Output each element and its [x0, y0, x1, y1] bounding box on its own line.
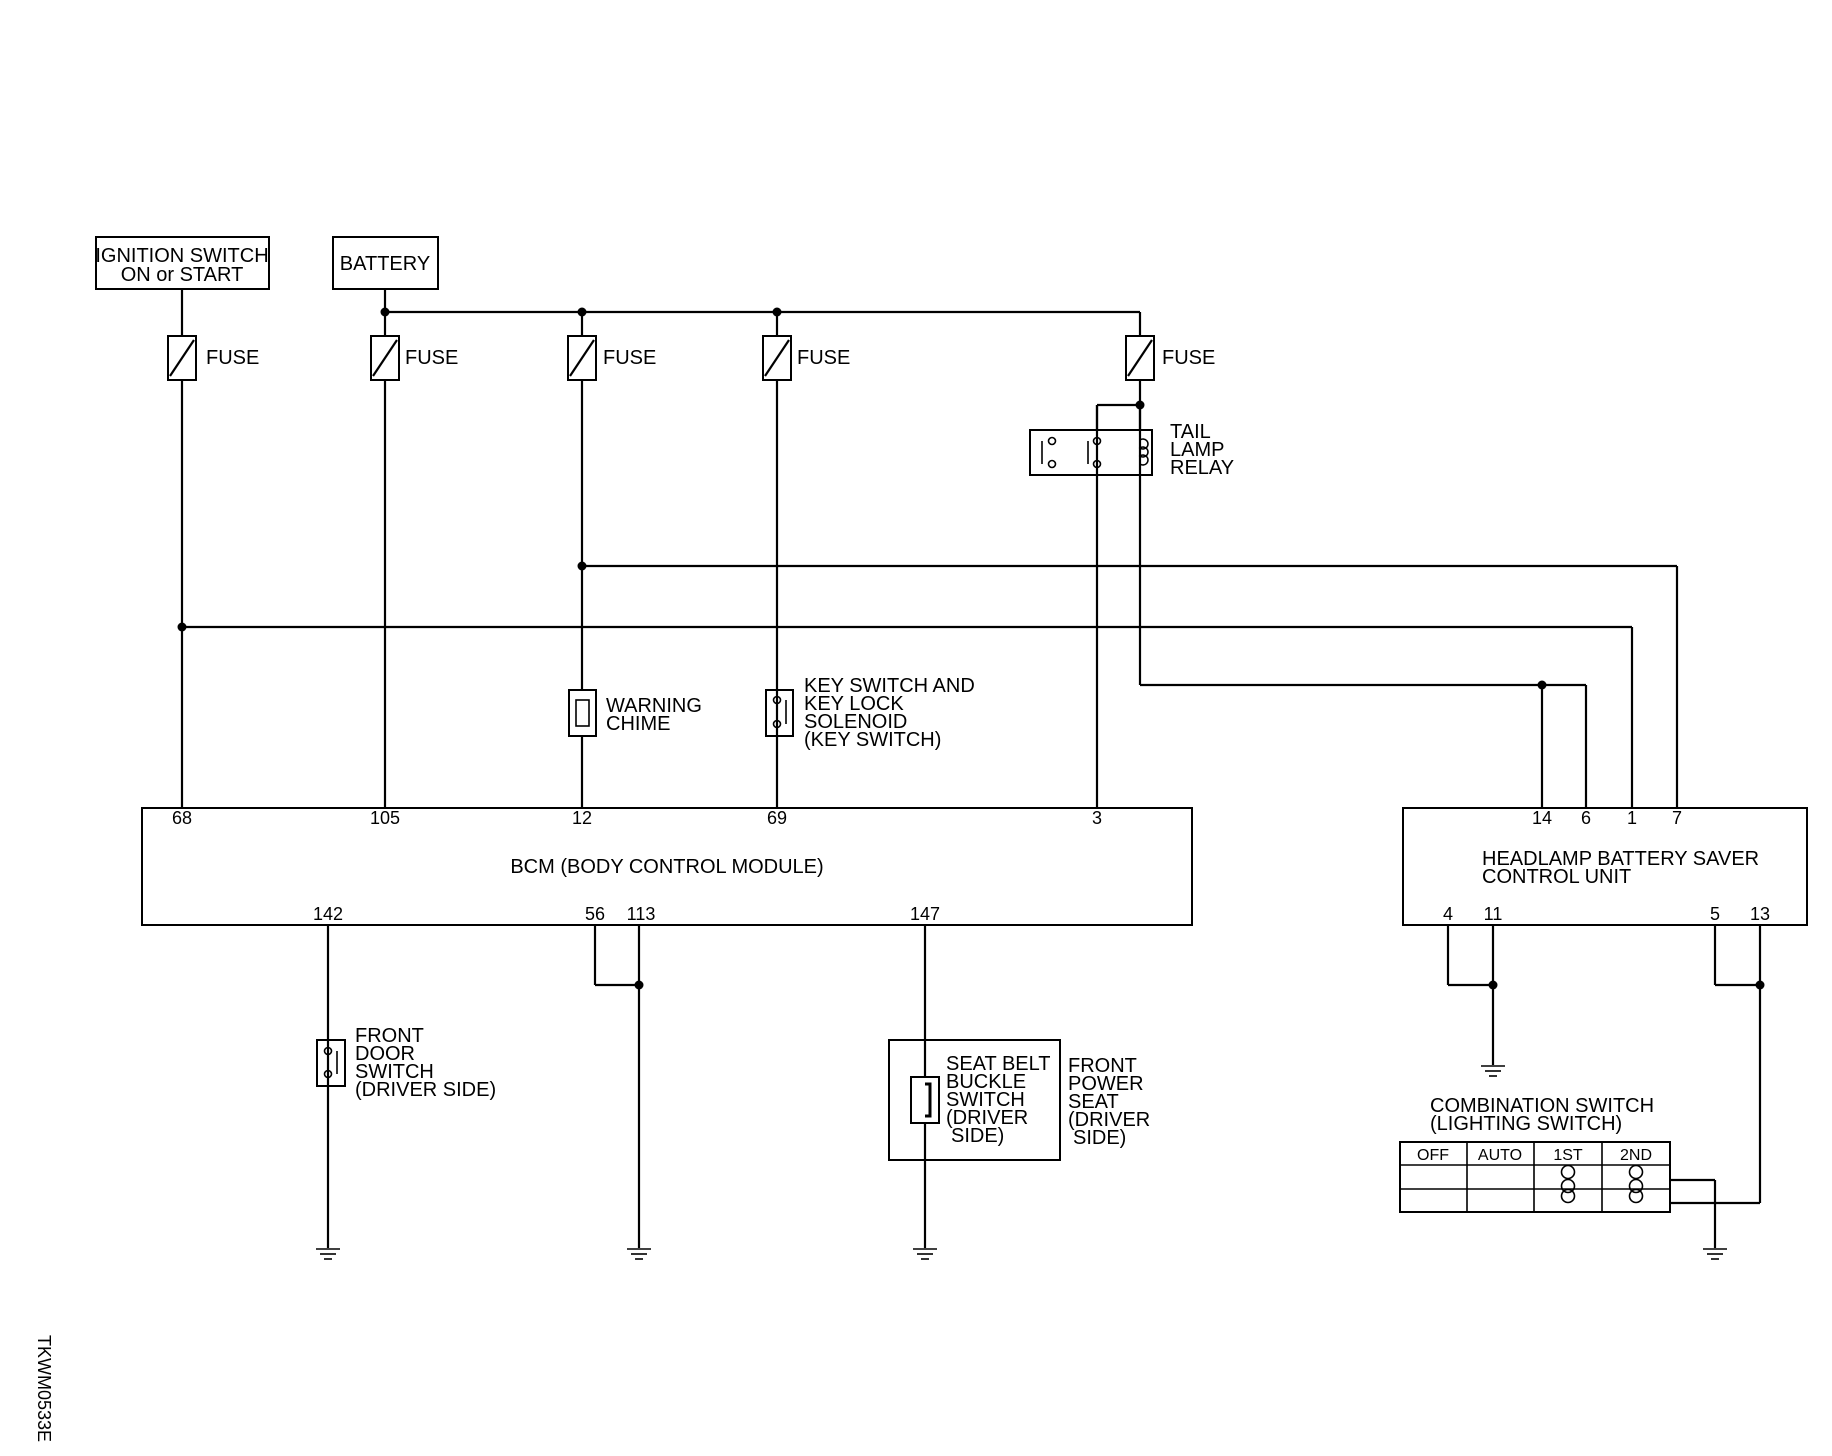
buckle-switch-label-2: BUCKLE [946, 1071, 1026, 1093]
warning-chime-label-2: CHIME [606, 713, 670, 735]
ignition-switch: IGNITION SWITCH ON or START [95, 236, 270, 290]
front-door-switch-label-1: FRONT [355, 1025, 424, 1047]
wires [180, 289, 1762, 1248]
combination-switch-title-1: COMBINATION SWITCH [1430, 1095, 1654, 1117]
fuse-label: FUSE [405, 347, 458, 369]
key-switch: KEY SWITCH AND KEY LOCK SOLENOID (KEY SW… [765, 675, 975, 751]
headlamp-name-1: HEADLAMP BATTERY SAVER [1482, 848, 1759, 870]
tail-lamp-relay-label-2: LAMP [1170, 439, 1224, 461]
key-switch-label-1: KEY SWITCH AND [804, 675, 975, 697]
bcm-pin-69: 69 [767, 808, 787, 828]
ground-icon [1481, 1065, 1505, 1077]
buckle-switch-label-5: SIDE) [951, 1125, 1004, 1147]
bcm-pin-113: 113 [627, 904, 656, 924]
bcm-pin-12: 12 [572, 808, 592, 828]
ignition-switch-label-1: IGNITION SWITCH [95, 245, 268, 267]
fuse-label: FUSE [206, 347, 259, 369]
buckle-switch-label-1: SEAT BELT [946, 1053, 1050, 1075]
bcm-pin-3: 3 [1092, 808, 1102, 828]
warning-chime-label-1: WARNING [606, 695, 702, 717]
fuse-label: FUSE [603, 347, 656, 369]
combination-switch: COMBINATION SWITCH (LIGHTING SWITCH) OFF… [1399, 1095, 1671, 1213]
position-2nd: 2ND [1620, 1147, 1652, 1164]
headlamp-pin-1: 1 [1627, 808, 1637, 828]
warning-chime: WARNING CHIME [568, 689, 702, 737]
fuse-battery-69: FUSE [762, 335, 850, 381]
bcm-pin-105: 105 [370, 808, 400, 828]
tail-lamp-relay-label-3: RELAY [1170, 457, 1234, 479]
front-power-seat-label-2: POWER [1068, 1073, 1144, 1095]
headlamp-pin-5: 5 [1710, 904, 1720, 924]
tail-lamp-relay-label-1: TAIL [1170, 421, 1211, 443]
fuse-battery-105: FUSE [370, 335, 458, 381]
fuse-label: FUSE [797, 347, 850, 369]
position-off: OFF [1417, 1147, 1449, 1164]
key-switch-label-3: SOLENOID [804, 711, 907, 733]
fuse-battery-12: FUSE [567, 335, 656, 381]
fuse-label: FUSE [1162, 347, 1215, 369]
ignition-switch-label-2: ON or START [121, 264, 244, 286]
headlamp-pin-11: 11 [1484, 904, 1503, 924]
ground-icon [627, 1248, 651, 1260]
front-power-seat: SEAT BELT BUCKLE SWITCH (DRIVER SIDE) FR… [888, 1039, 1150, 1161]
ground-icon [316, 1248, 340, 1260]
ground-icon [913, 1248, 937, 1260]
front-door-switch-label-3: SWITCH [355, 1061, 434, 1083]
front-door-switch-label-4: (DRIVER SIDE) [355, 1079, 496, 1101]
headlamp-pin-4: 4 [1443, 904, 1453, 924]
headlamp-pin-13: 13 [1750, 904, 1770, 924]
front-power-seat-label-1: FRONT [1068, 1055, 1137, 1077]
front-door-switch: FRONT DOOR SWITCH (DRIVER SIDE) [316, 1025, 496, 1101]
front-door-switch-label-2: DOOR [355, 1043, 415, 1065]
position-1st: 1ST [1553, 1147, 1583, 1164]
fuse-ignition: FUSE [167, 335, 259, 381]
tail-lamp-relay: TAIL LAMP RELAY [1029, 405, 1234, 479]
front-power-seat-label-4: (DRIVER [1068, 1109, 1150, 1131]
buckle-switch-label-4: (DRIVER [946, 1107, 1028, 1129]
front-power-seat-label-5: SIDE) [1073, 1127, 1126, 1149]
battery: BATTERY [332, 236, 439, 290]
position-auto: AUTO [1478, 1147, 1522, 1164]
battery-label: BATTERY [340, 253, 430, 275]
headlamp-name-2: CONTROL UNIT [1482, 866, 1631, 888]
bcm-pin-142: 142 [313, 904, 343, 924]
buckle-switch-label-3: SWITCH [946, 1089, 1025, 1111]
combination-switch-title-2: (LIGHTING SWITCH) [1430, 1113, 1622, 1135]
ground-icon [1703, 1248, 1727, 1260]
headlamp-battery-saver-unit: 14 6 1 7 HEADLAMP BATTERY SAVER CONTROL … [1402, 807, 1808, 926]
key-switch-label-2: KEY LOCK [804, 693, 904, 715]
bcm: 68 105 12 69 3 BCM (BODY CONTROL MODULE)… [141, 807, 1193, 926]
key-switch-label-4: (KEY SWITCH) [804, 729, 941, 751]
ground-symbols [316, 1065, 1727, 1260]
diagram-id: TKWM0533E [34, 1335, 54, 1442]
bcm-name: BCM (BODY CONTROL MODULE) [510, 856, 823, 878]
headlamp-pin-7: 7 [1672, 808, 1682, 828]
bcm-pin-68: 68 [172, 808, 192, 828]
front-power-seat-label-3: SEAT [1068, 1091, 1119, 1113]
headlamp-pin-6: 6 [1581, 808, 1591, 828]
bcm-pin-147: 147 [910, 904, 940, 924]
bcm-pin-56: 56 [585, 904, 605, 924]
headlamp-pin-14: 14 [1532, 808, 1552, 828]
junction-dots [177, 307, 1765, 990]
fuse-tail-lamp: FUSE [1125, 335, 1215, 381]
